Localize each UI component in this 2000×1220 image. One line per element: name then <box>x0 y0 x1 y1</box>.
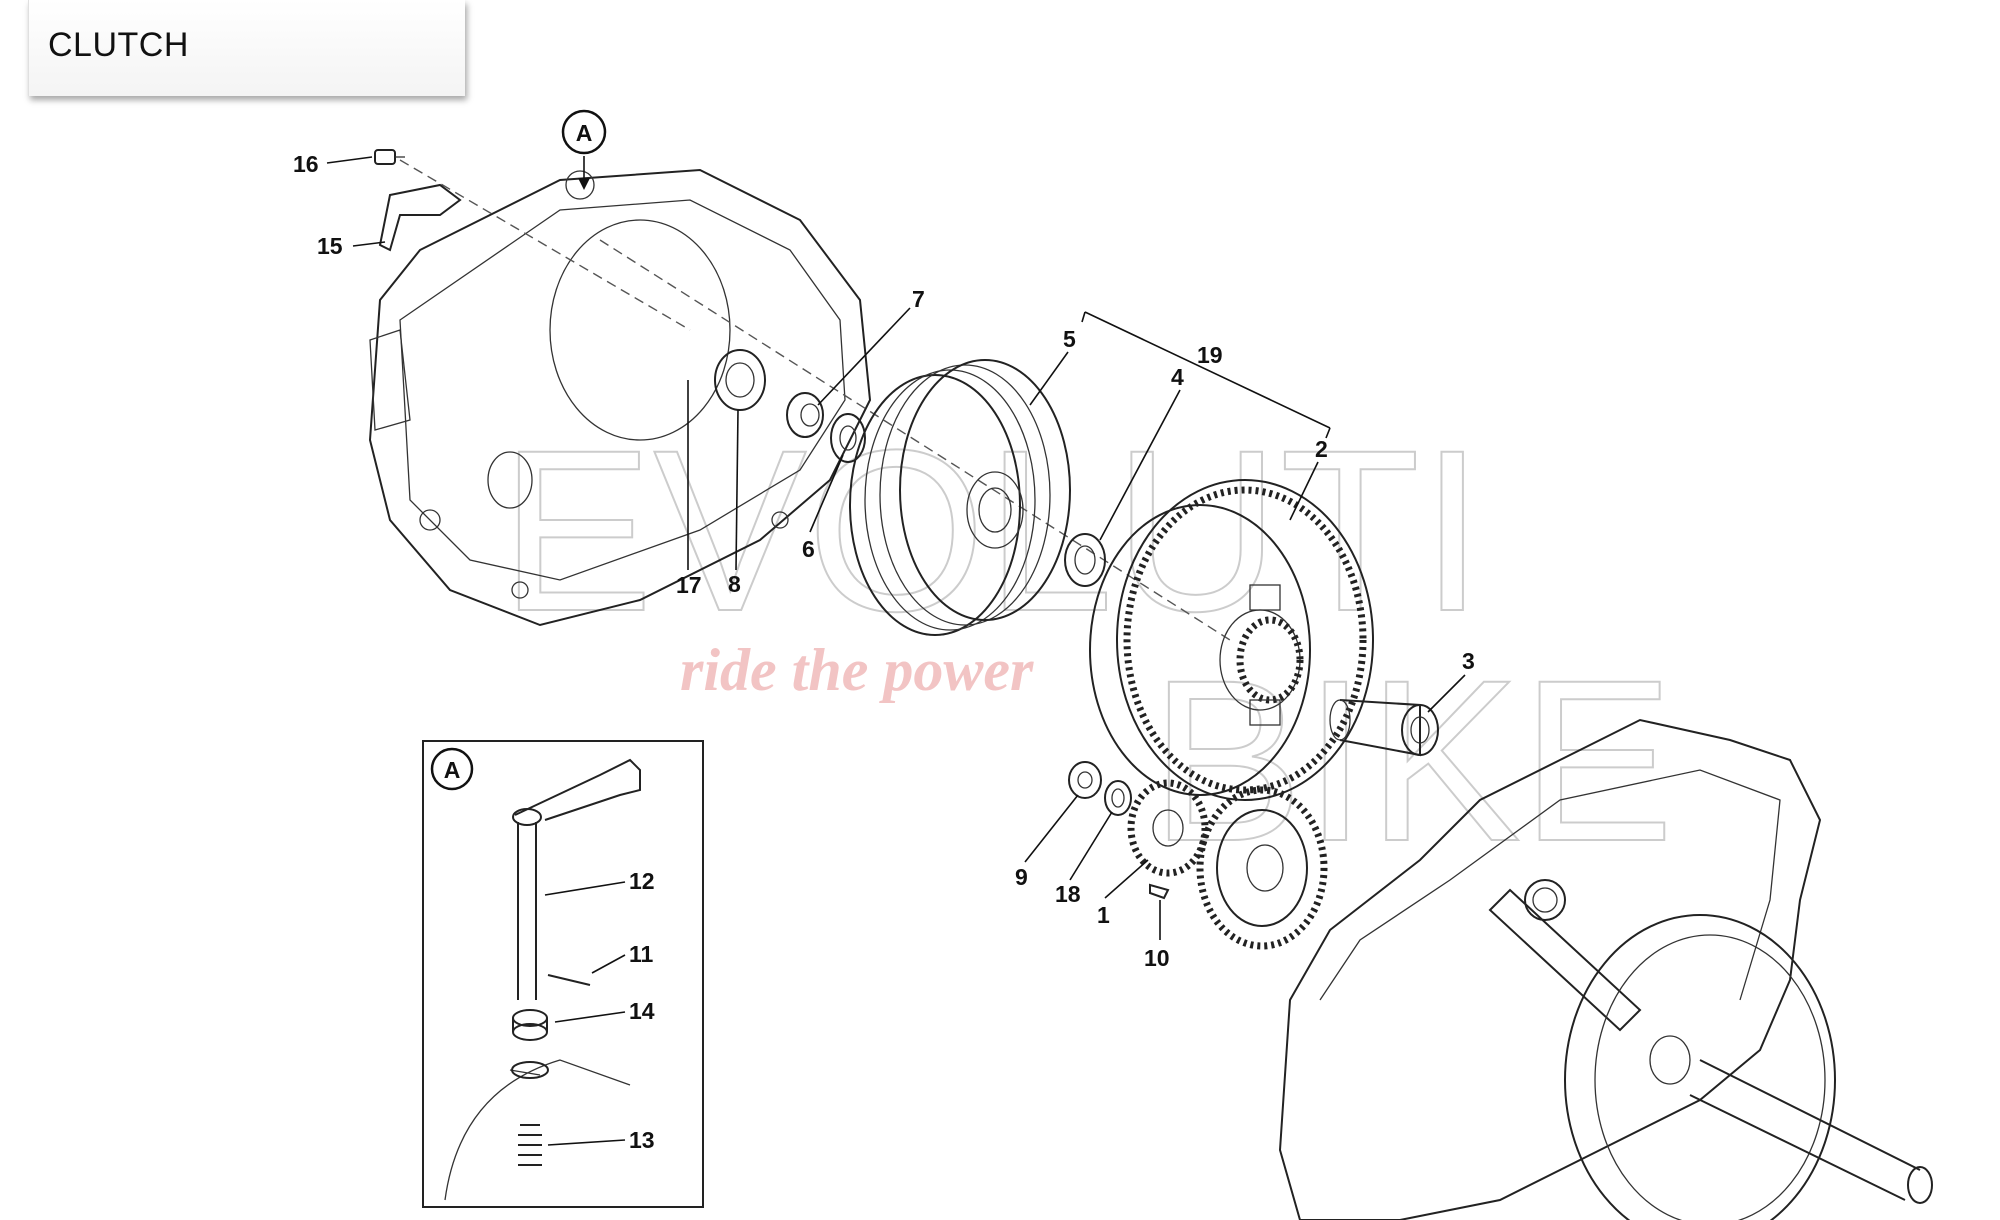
page-title: CLUTCH <box>48 26 189 64</box>
label-11: 11 <box>629 941 654 967</box>
label-2: 2 <box>1315 436 1328 462</box>
detail-marker-a: A <box>561 109 607 155</box>
gear-part-1 <box>1127 779 1328 950</box>
label-12: 12 <box>629 868 655 894</box>
bearing-part-8 <box>714 349 766 411</box>
nut-part-7 <box>786 392 824 438</box>
part-labels: 16 15 7 5 19 4 2 6 17 8 3 9 18 1 10 <box>293 151 1475 971</box>
inset-detail-a: A 12 11 14 13 <box>422 740 704 1208</box>
label-13: 13 <box>629 1127 655 1153</box>
label-19: 19 <box>1197 342 1223 368</box>
label-18: 18 <box>1055 881 1081 907</box>
label-3: 3 <box>1462 648 1475 674</box>
label-7: 7 <box>912 286 925 312</box>
label-16: 16 <box>293 151 319 177</box>
clutch-housing-part-2 <box>1089 479 1374 801</box>
svg-text:ride the power: ride the power <box>680 637 1034 703</box>
watermark: EVOLUTI BIKE ride the power <box>499 401 1675 890</box>
label-14: 14 <box>629 998 655 1024</box>
right-crankcase <box>1278 718 1933 1220</box>
washer-part-6 <box>830 413 866 463</box>
svg-text:A: A <box>576 120 593 146</box>
svg-text:EVOLUTI: EVOLUTI <box>500 402 1484 659</box>
label-15: 15 <box>317 233 343 259</box>
washer-part-18 <box>1104 780 1132 816</box>
clutch-pack-part-5 <box>849 359 1071 636</box>
nut-part-9 <box>1068 761 1102 799</box>
screw-part-16 <box>374 149 405 165</box>
leader-lines <box>326 156 1466 940</box>
label-9: 9 <box>1015 864 1028 890</box>
label-8: 8 <box>728 571 741 597</box>
label-10: 10 <box>1144 945 1170 971</box>
label-4: 4 <box>1171 364 1184 390</box>
washer-part-4 <box>1064 533 1106 587</box>
title-banner: CLUTCH <box>28 0 465 96</box>
left-crankcase <box>368 159 1231 641</box>
label-6: 6 <box>802 536 815 562</box>
svg-text:A: A <box>444 757 461 783</box>
bracket-part-15 <box>378 183 462 252</box>
svg-text:BIKE: BIKE <box>1150 632 1674 889</box>
label-17: 17 <box>676 572 702 598</box>
label-5: 5 <box>1063 326 1076 352</box>
key-part-10 <box>1149 883 1170 900</box>
label-1: 1 <box>1097 902 1110 928</box>
sleeve-part-3 <box>1329 699 1439 757</box>
